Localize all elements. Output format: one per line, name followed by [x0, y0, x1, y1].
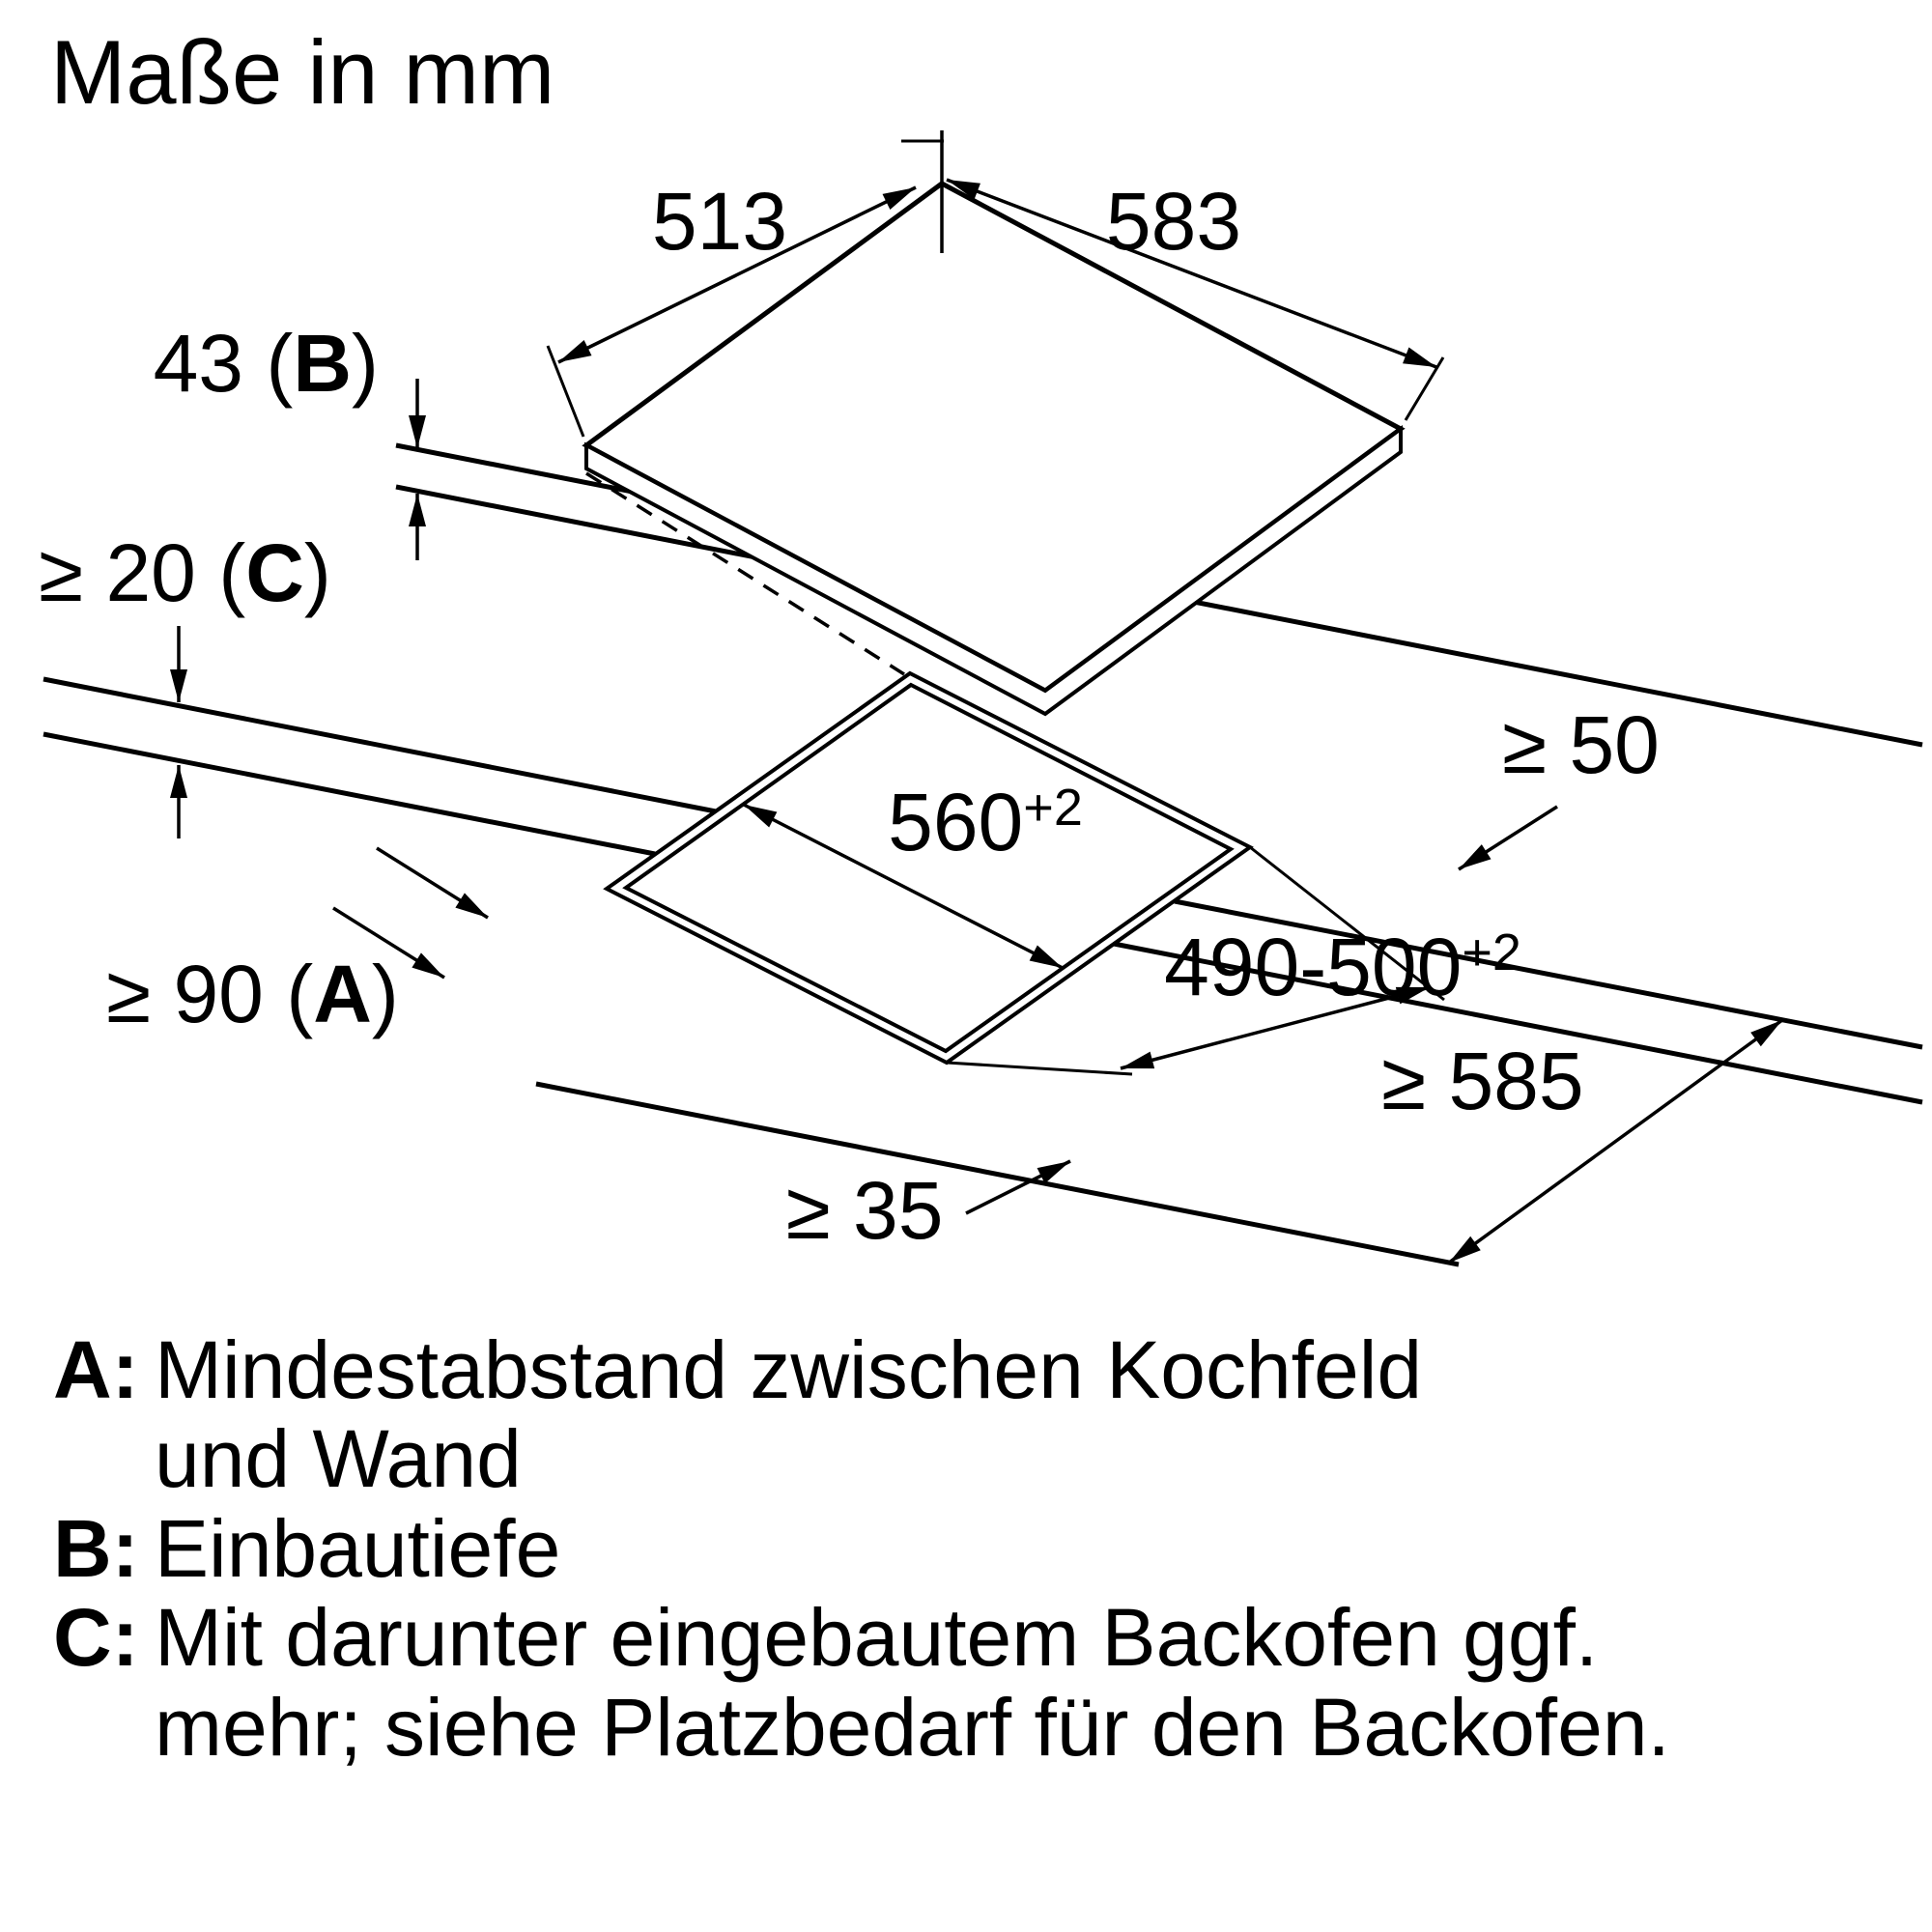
dimension-arrow-583	[946, 178, 1437, 369]
legend-key-b: B:	[53, 1502, 139, 1594]
label-585: ≥ 585	[1381, 1036, 1584, 1126]
legend-text-a: Mindestabstand zwischen Kochfeld und Wan…	[155, 1324, 1423, 1505]
page-title: Maße in mm	[50, 21, 555, 123]
dimension-lines	[170, 178, 1784, 1264]
label-490-500: 490-500+2	[1164, 922, 1521, 1012]
worktop-front-edge-line	[535, 1081, 1460, 1267]
label-50: ≥ 50	[1502, 699, 1660, 790]
extension-line-513	[546, 345, 585, 438]
legend-item-b: B: Einbautiefe	[53, 1502, 1889, 1594]
legend-text-c: Mit darunter eingebautem Backofen ggf. m…	[155, 1592, 1670, 1773]
alignment-dashed-line	[585, 471, 905, 676]
worktop-back-line-left	[43, 676, 717, 814]
dimension-labels: 513 583 43 (B) ≥ 20 (C) ≥ 90 (A) 560+2 4…	[39, 176, 1660, 1256]
label-20-C: ≥ 20 (C)	[39, 527, 331, 618]
extension-line-490-lower	[946, 1061, 1133, 1076]
label-35: ≥ 35	[786, 1165, 944, 1256]
legend-key-a: A:	[53, 1324, 139, 1415]
legend-text-b: Einbautiefe	[155, 1502, 561, 1594]
legend-item-a: A: Mindestabstand zwischen Kochfeld und …	[53, 1325, 1889, 1504]
installation-diagram: 513 583 43 (B) ≥ 20 (C) ≥ 90 (A) 560+2 4…	[39, 130, 1923, 1267]
extension-line-490-upper	[1249, 845, 1445, 1002]
label-560: 560+2	[888, 777, 1083, 867]
cooktop-slab-side	[584, 425, 1403, 717]
legend: A: Mindestabstand zwischen Kochfeld und …	[53, 1325, 1889, 1772]
label-90-A: ≥ 90 (A)	[106, 949, 399, 1039]
cutout-outer-rim	[603, 670, 1254, 1065]
worktop-back-line-right	[1174, 898, 1923, 1050]
extension-line-583	[1404, 356, 1445, 421]
arrow-35	[965, 1159, 1071, 1215]
dimension-arrow-560	[743, 803, 1064, 970]
dimension-arrow-585	[1447, 1018, 1784, 1264]
legend-key-c: C:	[53, 1592, 139, 1684]
label-513: 513	[652, 176, 787, 267]
arrow-90-lower	[332, 906, 445, 980]
label-43-B: 43 (B)	[154, 318, 379, 409]
arrow-50	[1458, 805, 1558, 871]
cutout-inner-rim	[622, 682, 1235, 1054]
label-583: 583	[1106, 176, 1241, 267]
dimension-arrow-513	[557, 185, 917, 364]
legend-item-c: C: Mit darunter eingebautem Backofen ggf…	[53, 1593, 1889, 1772]
arrow-90-upper	[376, 846, 489, 920]
dimension-arrow-490	[1120, 985, 1431, 1070]
worktop-lower-line-left	[43, 731, 656, 857]
worktop-cutout	[603, 670, 1254, 1065]
